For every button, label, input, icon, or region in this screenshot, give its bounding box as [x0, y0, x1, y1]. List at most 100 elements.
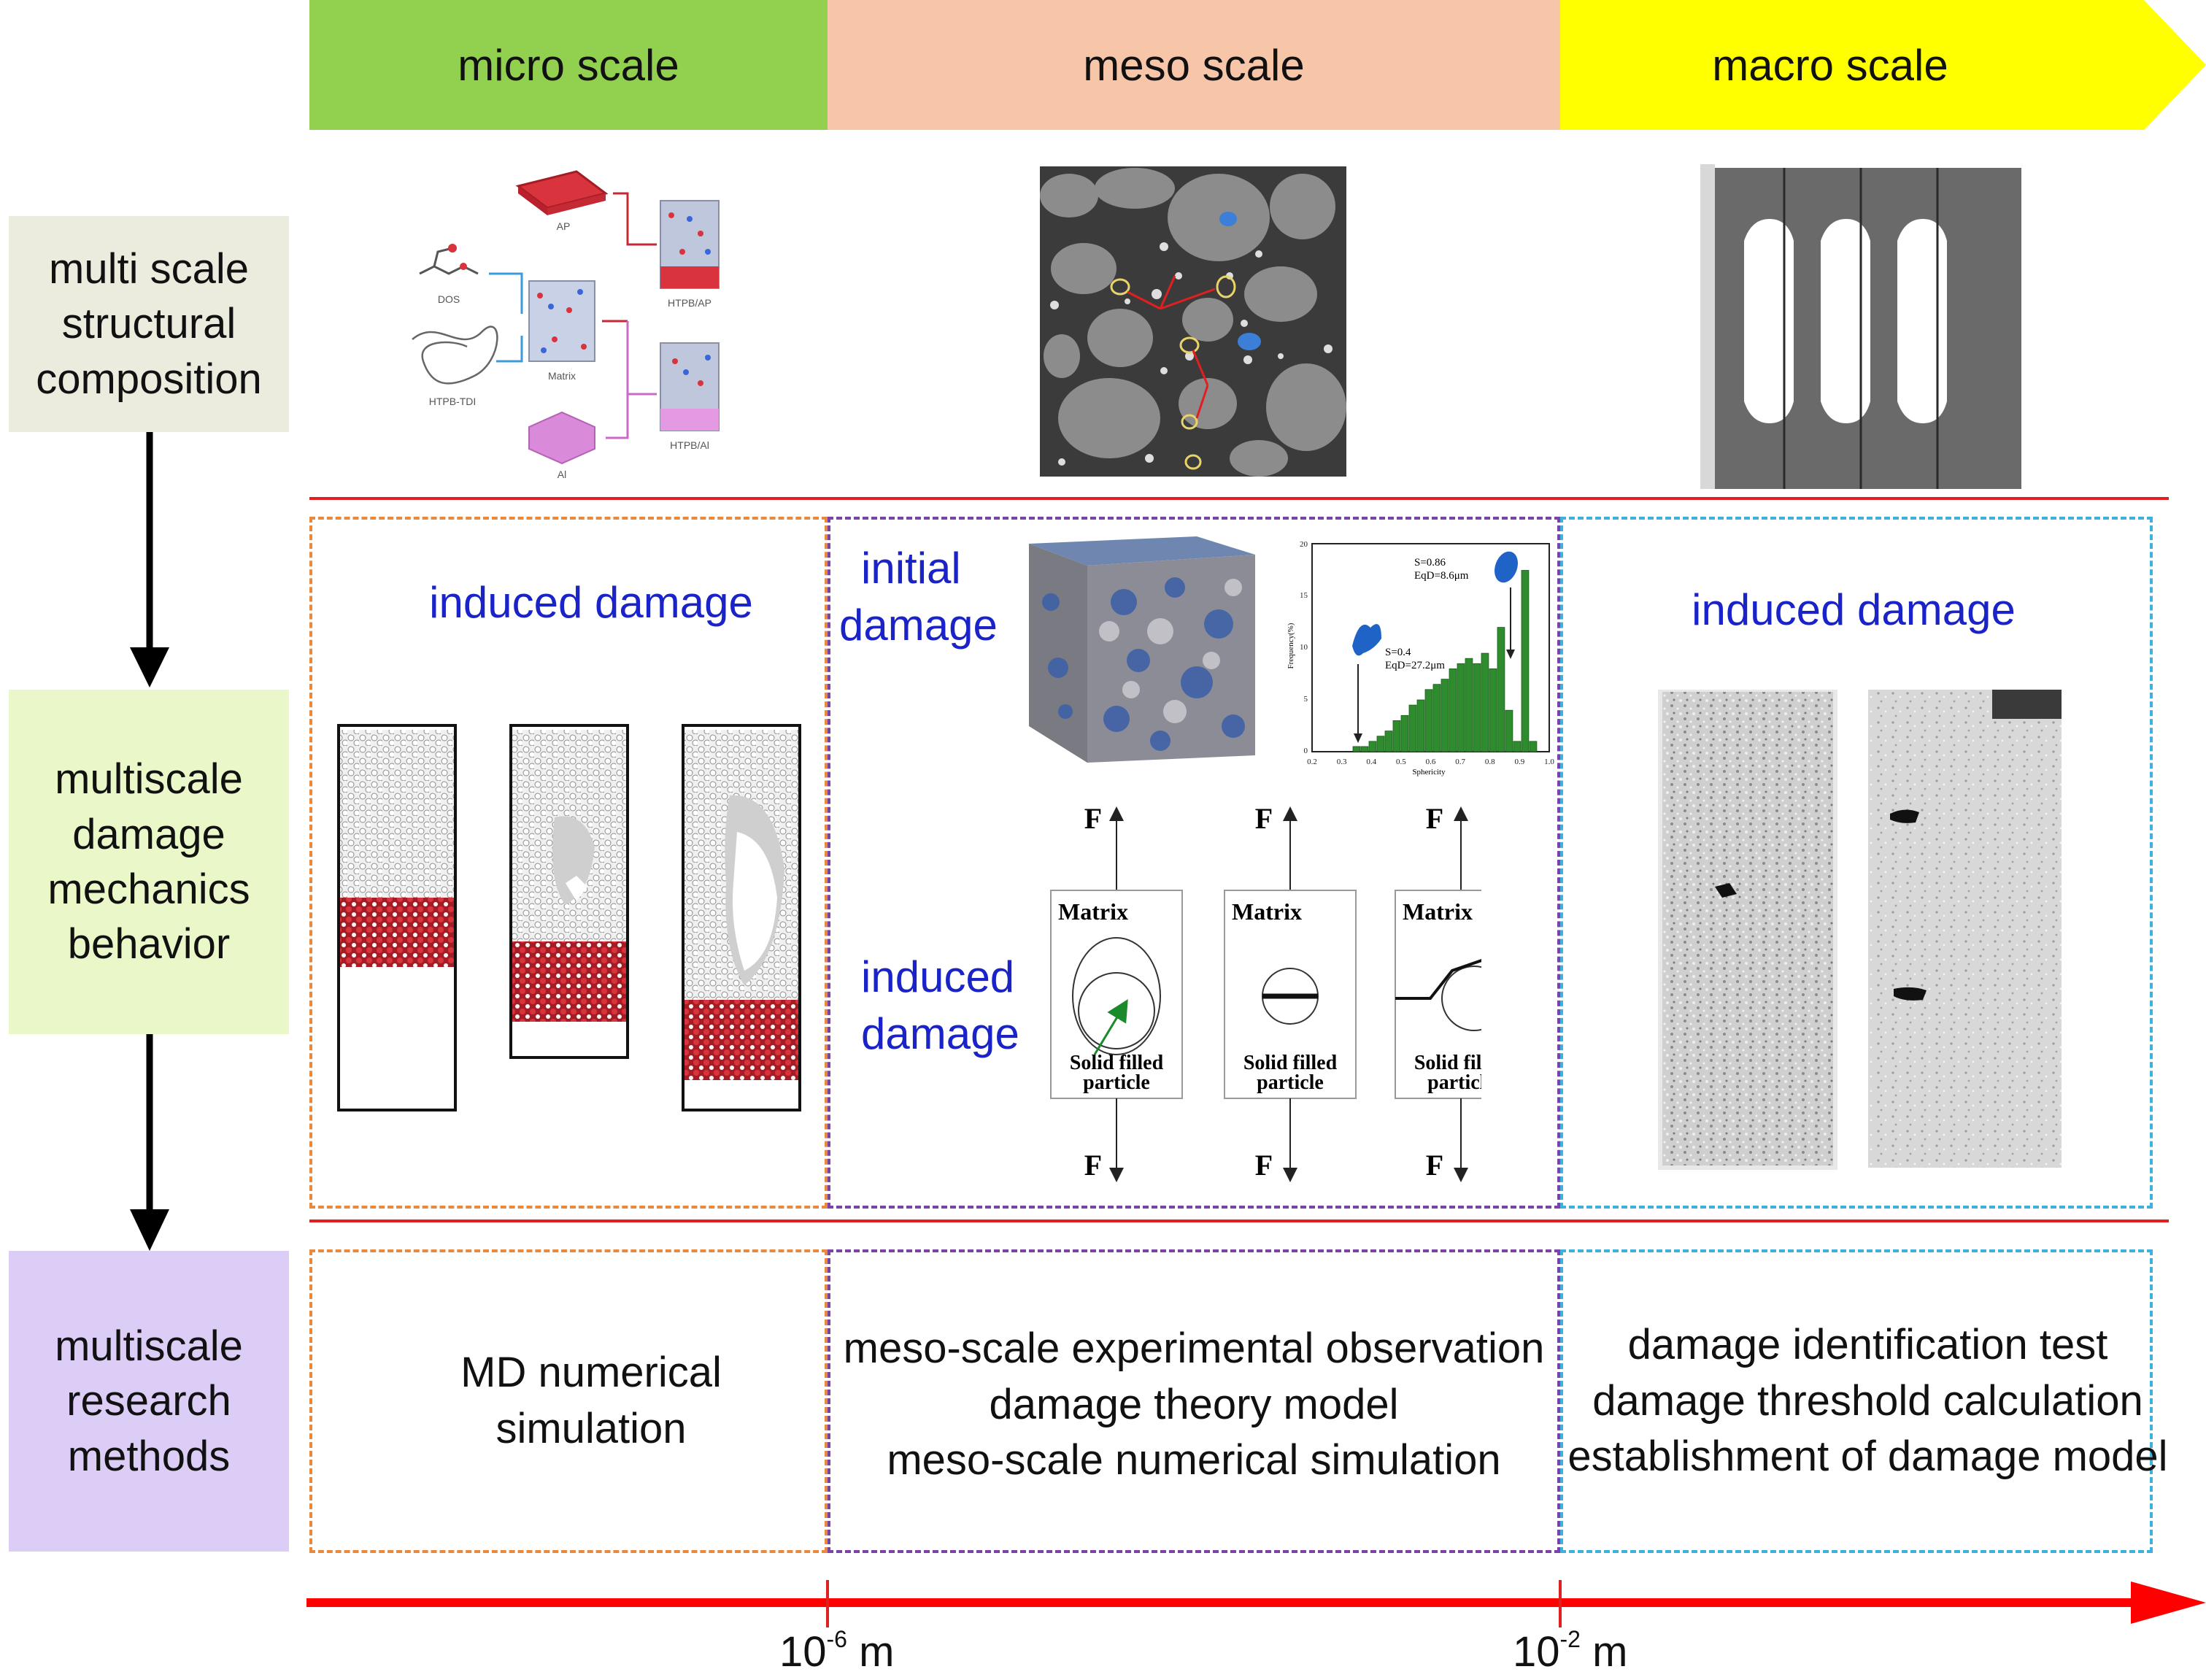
- histogram-bar: [1441, 679, 1449, 752]
- svg-text:0.6: 0.6: [1426, 758, 1436, 766]
- svg-text:S=0.86: S=0.86: [1414, 557, 1446, 569]
- svg-text:particle: particle: [1083, 1071, 1150, 1094]
- length-scale-axis: [306, 1580, 2206, 1627]
- svg-text:F: F: [1255, 1149, 1273, 1182]
- svg-text:F: F: [1426, 803, 1443, 835]
- svg-text:0.5: 0.5: [1396, 758, 1406, 766]
- svg-text:Matrix: Matrix: [1403, 898, 1473, 925]
- svg-text:Matrix: Matrix: [1058, 898, 1128, 925]
- svg-text:0.8: 0.8: [1485, 758, 1495, 766]
- svg-text:F: F: [1084, 803, 1102, 835]
- htpb-ap-label: HTPB/AP: [668, 297, 711, 309]
- row-separator-1: [309, 497, 2169, 500]
- svg-text:particle: particle: [1257, 1071, 1324, 1094]
- macro-specimen-photos: [1658, 690, 2062, 1170]
- axis-tick-1e-2: 10-2 m: [1513, 1626, 1628, 1676]
- meso-damage-panel: [828, 517, 1560, 1209]
- histogram-bar: [1505, 709, 1513, 752]
- schematic-unit-2: F Matrix Solid filled particle F: [1224, 803, 1357, 1182]
- macro-scale-arrow-band: [1560, 0, 2206, 130]
- particle-debonding-schematics: F Matrix Solid filled particle F F Matri…: [1050, 803, 1481, 1182]
- histogram-bar: [1432, 684, 1441, 752]
- category-flow-arrows: [130, 432, 169, 1251]
- svg-text:F: F: [1084, 1149, 1102, 1182]
- row-separator-2: [309, 1219, 2169, 1222]
- svg-text:0.4: 0.4: [1366, 758, 1376, 766]
- svg-text:F: F: [1255, 803, 1273, 835]
- svg-text:15: 15: [1300, 591, 1308, 600]
- category-structural-composition: multi scale structural composition: [9, 216, 289, 432]
- svg-text:particle: particle: [1427, 1071, 1481, 1094]
- meso-methods-text: meso-scale experimental observation dama…: [843, 1325, 1545, 1484]
- svg-text:F: F: [1426, 1149, 1443, 1182]
- histogram-bar: [1416, 699, 1425, 752]
- svg-text:Solid filled: Solid filled: [1070, 1052, 1164, 1074]
- micro-scale-label: micro scale: [458, 40, 679, 90]
- macro-induced-damage-title: induced damage: [1692, 585, 2016, 634]
- histogram-bar: [1360, 746, 1369, 752]
- micro-damage-panel: [309, 517, 828, 1209]
- macro-methods-text: damage identification test damage thresh…: [1567, 1321, 2168, 1481]
- svg-text:1.0: 1.0: [1544, 758, 1554, 766]
- svg-text:Solid filled: Solid filled: [1414, 1052, 1481, 1074]
- histogram-bar: [1457, 663, 1465, 752]
- svg-text:EqD=27.2μm: EqD=27.2μm: [1385, 660, 1445, 671]
- htpb-tdi-label: HTPB-TDI: [429, 396, 477, 407]
- macro-dogbone-specimens: [1700, 164, 2029, 489]
- svg-text:5: 5: [1304, 695, 1308, 704]
- svg-text:Matrix: Matrix: [1232, 898, 1302, 925]
- meso-ct-micrograph: [1040, 166, 1346, 477]
- micro-methods-text: MD numerical simulation: [460, 1349, 722, 1452]
- svg-text:0.2: 0.2: [1307, 758, 1317, 766]
- histogram-bar: [1473, 663, 1481, 752]
- histogram-bar: [1529, 741, 1538, 752]
- svg-text:0.3: 0.3: [1337, 758, 1347, 766]
- macro-scale-label: macro scale: [1712, 40, 1948, 90]
- histogram-bar: [1376, 736, 1385, 752]
- macro-methods-panel: [1560, 1249, 2153, 1553]
- histogram-bar: [1368, 741, 1377, 752]
- histogram-bar: [1481, 652, 1489, 752]
- md-simulation-snapshots: [337, 724, 801, 1111]
- histogram-bar: [1497, 627, 1505, 752]
- meso-induced-damage-title: induced damage: [861, 952, 1019, 1058]
- histogram-bar: [1392, 720, 1401, 752]
- meso-methods-panel: [828, 1249, 1560, 1553]
- svg-text:0.7: 0.7: [1455, 758, 1465, 766]
- histogram-bar: [1521, 570, 1530, 752]
- histogram-bar: [1408, 704, 1417, 752]
- category-research-methods: multiscale research methods: [9, 1251, 289, 1552]
- svg-text:Solid filled: Solid filled: [1243, 1052, 1338, 1074]
- category-damage-mechanics: multiscale damage mechanics behavior: [9, 690, 289, 1034]
- matrix-struct-label: Matrix: [548, 370, 576, 382]
- sphericity-histogram: 0.2 0.3 0.4 0.5 0.6 0.7 0.8 0.9 1.0 0 5 …: [1287, 540, 1554, 777]
- al-label: Al: [558, 469, 566, 480]
- ct-reconstruction-cube: [1029, 536, 1255, 763]
- histogram-bar: [1424, 689, 1433, 752]
- svg-text:EqD=8.6μm: EqD=8.6μm: [1414, 570, 1469, 582]
- histogram-bar: [1465, 658, 1473, 752]
- svg-text:Frequency(%): Frequency(%): [1287, 623, 1295, 668]
- htpb-al-label: HTPB/Al: [670, 439, 709, 451]
- micro-induced-damage-title: induced damage: [429, 577, 753, 627]
- histogram-bar: [1400, 714, 1409, 752]
- schematic-unit-1: F Matrix Solid filled particle F: [1050, 803, 1183, 1182]
- histogram-bar: [1384, 731, 1393, 752]
- svg-text:20: 20: [1300, 540, 1308, 549]
- meso-initial-damage-title: initial damage: [839, 544, 998, 650]
- histogram-bar: [1489, 668, 1497, 752]
- svg-text:0: 0: [1304, 747, 1308, 755]
- micro-scale-band: micro scale: [309, 0, 828, 130]
- meso-scale-label: meso scale: [1083, 40, 1305, 90]
- svg-text:0.9: 0.9: [1515, 758, 1525, 766]
- ap-label: AP: [557, 220, 571, 232]
- micro-methods-panel: [309, 1249, 828, 1553]
- macro-damage-panel: [1560, 517, 2153, 1209]
- meso-scale-band: meso scale: [828, 0, 1560, 130]
- histogram-bar: [1513, 741, 1522, 752]
- schematic-unit-3: F Matrix Solid filled particle F: [1395, 803, 1481, 1182]
- svg-text:S=0.4: S=0.4: [1385, 647, 1411, 658]
- histogram-bar: [1352, 746, 1361, 752]
- histogram-bar: [1449, 668, 1457, 752]
- dos-label: DOS: [438, 293, 460, 305]
